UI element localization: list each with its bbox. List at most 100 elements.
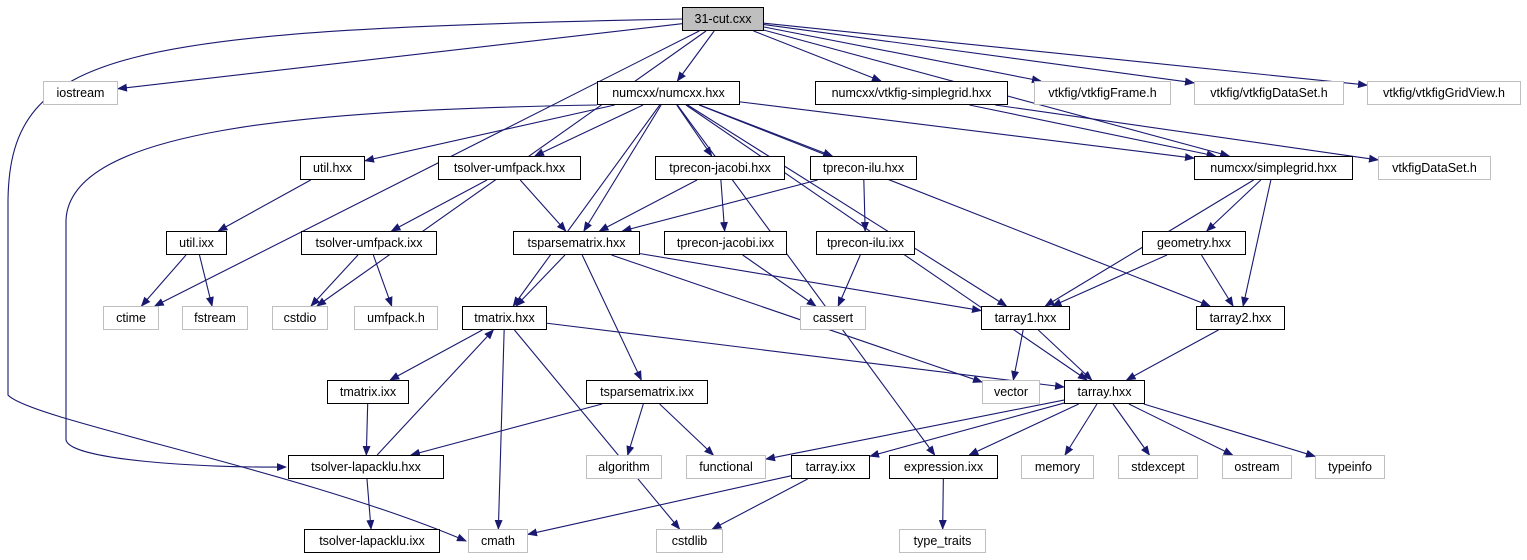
edge-sgrid-to-ta2 <box>1241 179 1272 307</box>
node-tilu[interactable]: tprecon-ilu.hxx <box>810 156 917 180</box>
edge-tumfi-to-umfh <box>372 254 393 307</box>
node-memory: memory <box>1021 455 1094 479</box>
edge-utilh-to-utili <box>217 179 312 232</box>
node-utili[interactable]: util.ixx <box>166 231 227 255</box>
edge-numcxx-to-tsp <box>583 104 662 232</box>
node-vframe: vtkfig/vtkfigFrame.h <box>1034 81 1171 105</box>
edge-tmati-to-tlap <box>362 403 371 456</box>
edge-sgrid-to-geom <box>1205 179 1262 232</box>
node-tjac[interactable]: tprecon-jacobi.hxx <box>655 156 785 180</box>
node-tarr[interactable]: tarray.hxx <box>1064 380 1145 404</box>
node-cmath: cmath <box>468 529 528 553</box>
edge-tarri-to-cstdlib <box>711 478 808 530</box>
edge-tjac-to-tjaci <box>719 179 728 232</box>
node-numcxx[interactable]: numcxx/numcxx.hxx <box>597 81 740 105</box>
node-tmati[interactable]: tmatrix.ixx <box>327 380 409 404</box>
edge-utili-to-fstream <box>198 254 214 307</box>
node-vdsh: vtkfigDataSet.h <box>1378 156 1491 180</box>
edge-geom-to-ta2 <box>1200 254 1234 307</box>
node-tarri[interactable]: tarray.ixx <box>791 455 870 479</box>
edge-nsg-to-vdsh <box>995 104 1379 163</box>
node-fstream: fstream <box>182 306 248 330</box>
edge-ta1-to-tarr <box>1037 329 1093 381</box>
node-tumf[interactable]: tsolver-umfpack.hxx <box>438 156 581 180</box>
edge-ta2-to-tarr <box>1125 329 1219 381</box>
node-ta1[interactable]: tarray1.hxx <box>981 306 1070 330</box>
node-tjaci[interactable]: tprecon-jacobi.ixx <box>664 231 787 255</box>
edge-root-to-vds <box>763 24 1195 86</box>
edge-numcxx-to-tumf <box>534 104 644 157</box>
node-tumfi[interactable]: tsolver-umfpack.ixx <box>301 231 437 255</box>
edge-tspi-to-algo <box>626 403 644 456</box>
edge-tumf-to-tsp <box>519 179 567 232</box>
node-geom[interactable]: geometry.hxx <box>1142 231 1246 255</box>
node-tlap[interactable]: tsolver-lapacklu.hxx <box>288 455 444 479</box>
node-expr[interactable]: expression.ixx <box>889 455 998 479</box>
node-ctime: ctime <box>103 306 159 330</box>
edge-root-to-numcxx <box>676 30 715 82</box>
edge-tilu-to-tsp <box>621 179 818 233</box>
edge-tjac-to-tsp <box>598 179 698 232</box>
edge-tarr-to-ostream <box>1128 403 1234 456</box>
edge-tlap-to-tlapi <box>366 478 375 530</box>
edge-numcxx-to-sgrid <box>739 101 1195 162</box>
edge-ta1-to-vector <box>1011 329 1024 381</box>
edge-root-to-nsg <box>753 30 882 82</box>
edge-root-to-cmath <box>7 18 683 542</box>
node-tmat[interactable]: tmatrix.hxx <box>462 306 547 330</box>
edge-tarr-to-expr <box>968 403 1079 456</box>
node-nsg[interactable]: numcxx/vtkfig-simplegrid.hxx <box>815 81 1008 105</box>
node-vds: vtkfig/vtkfigDataSet.h <box>1194 81 1344 105</box>
edge-root-to-vgv <box>763 22 1368 89</box>
edge-numcxx-to-ta1 <box>687 104 1008 307</box>
node-utilh[interactable]: util.hxx <box>300 156 365 180</box>
edge-numcxx-to-utilh <box>364 104 615 163</box>
node-ta2[interactable]: tarray2.hxx <box>1196 306 1285 330</box>
edge-tarr-to-func <box>765 399 1065 462</box>
edge-root-to-vframe <box>763 26 1042 84</box>
dependency-edges <box>7 18 1379 542</box>
node-tspi[interactable]: tsparsematrix.ixx <box>586 380 708 404</box>
edge-tarr-to-stdexc <box>1112 403 1151 456</box>
node-cstdlib: cstdlib <box>656 529 723 553</box>
edge-tumf-to-tumfi <box>390 179 488 232</box>
node-tlapi[interactable]: tsolver-lapacklu.ixx <box>304 529 440 553</box>
node-root[interactable]: 31-cut.cxx <box>682 7 764 31</box>
node-typeinfo: typeinfo <box>1315 455 1385 479</box>
edge-numcxx-to-tmat <box>512 104 661 307</box>
node-cstdio: cstdio <box>272 306 328 330</box>
edge-tarr-to-tarri <box>869 402 1065 458</box>
node-vgv: vtkfig/vtkfigGridView.h <box>1367 81 1521 105</box>
edge-tjaci-to-cassert <box>742 254 817 307</box>
edge-tspi-to-func <box>659 403 715 456</box>
edge-nsg-to-sgrid <box>969 104 1217 159</box>
edge-tsp-to-tmat <box>515 254 566 307</box>
edge-numcxx-to-tjac <box>676 104 713 157</box>
edge-tspi-to-tlap <box>409 403 603 457</box>
edge-root-to-ctime <box>153 30 700 307</box>
node-stdexc: stdexcept <box>1118 455 1198 479</box>
edge-tilu-to-tilui <box>860 179 869 232</box>
edge-tumfi-to-cstdio <box>310 254 359 307</box>
edge-root-to-iostream <box>117 23 683 92</box>
node-ostream: ostream <box>1222 455 1292 479</box>
node-tsp[interactable]: tsparsematrix.hxx <box>513 231 640 255</box>
node-iostream: iostream <box>43 81 118 105</box>
edge-tarri-to-cmath <box>527 475 792 537</box>
edge-tarr-to-typeinfo <box>1143 403 1316 458</box>
edge-tsp-to-vector <box>611 254 983 383</box>
edge-tilui-to-cassert <box>837 254 861 307</box>
node-tilui[interactable]: tprecon-ilu.ixx <box>816 231 915 255</box>
node-func: functional <box>686 455 766 479</box>
node-sgrid[interactable]: numcxx/simplegrid.hxx <box>1194 156 1353 180</box>
edge-tsp-to-tspi <box>581 254 642 381</box>
edge-tmat-to-cstdlib <box>514 329 681 530</box>
edge-tmat-to-tmati <box>389 329 483 381</box>
node-algo: algorithm <box>586 455 662 479</box>
edge-tsp-to-ta1 <box>639 253 982 314</box>
node-typetr: type_traits <box>899 529 986 553</box>
edge-tarr-to-memory <box>1064 403 1098 456</box>
node-cassert: cassert <box>800 306 866 330</box>
edge-numcxx-to-ta2 <box>698 104 1211 307</box>
